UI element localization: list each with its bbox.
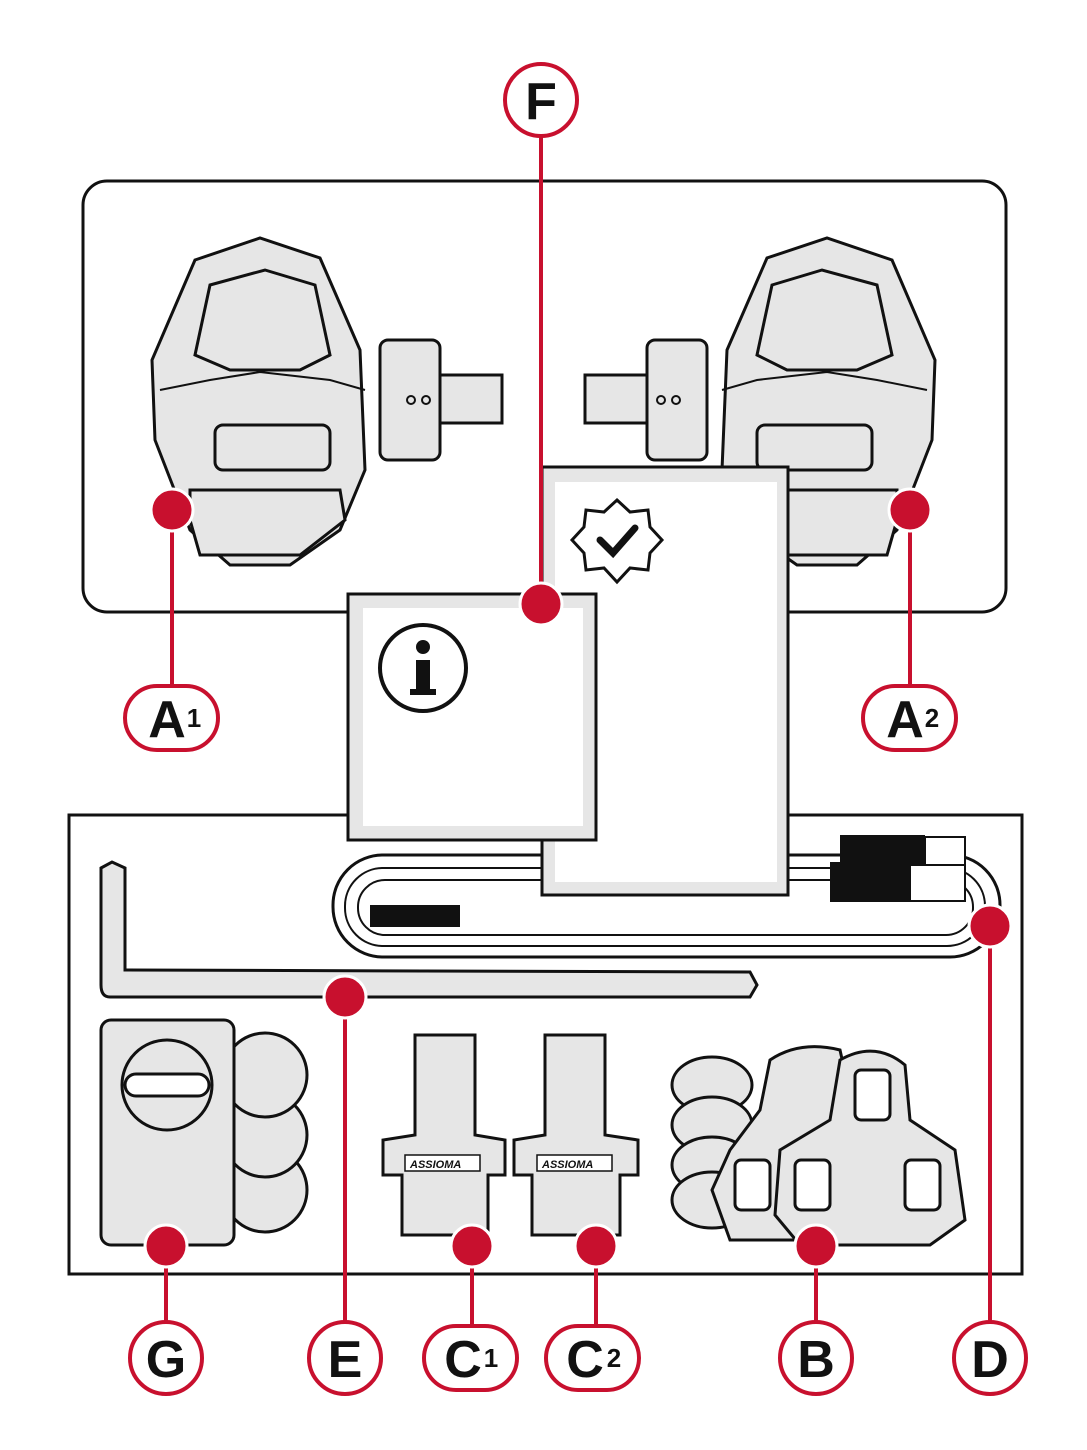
quick-guide [346, 592, 598, 842]
callout-dots [143, 487, 1013, 1269]
label-b-badge [778, 1320, 854, 1396]
pod-c1: ASSIOMA [381, 1033, 507, 1237]
cleats [670, 1045, 967, 1247]
label-a1-sub: 1 [187, 703, 201, 733]
pod-logo: ASSIOMA [409, 1159, 461, 1171]
label-c1-badge [422, 1324, 519, 1392]
label-c1-sub: 1 [484, 1343, 498, 1373]
pedal-left [150, 236, 504, 567]
label-a1: A [148, 691, 186, 749]
label-a2-sub: 2 [925, 703, 939, 733]
label-a2: A [886, 691, 924, 749]
certified-check-icon [569, 497, 665, 585]
callout-lines [164, 132, 992, 1328]
label-c2-badge [544, 1324, 641, 1392]
label-f: F [525, 73, 557, 131]
label-a2-badge [861, 684, 958, 752]
label-c2-sub: 2 [607, 1343, 621, 1373]
label-c2: C [566, 1331, 604, 1389]
label-b: B [797, 1331, 835, 1389]
label-a1-badge [123, 684, 220, 752]
pod-logo: ASSIOMA [541, 1159, 593, 1171]
hex-key [99, 860, 759, 999]
label-d: D [971, 1331, 1009, 1389]
label-d-badge [952, 1320, 1028, 1396]
info-icon [378, 623, 468, 713]
label-e: E [328, 1331, 363, 1389]
charger [99, 1018, 309, 1247]
label-c1: C [444, 1331, 482, 1389]
label-f-badge [503, 62, 579, 138]
label-e-badge [307, 1320, 383, 1396]
label-g-badge [128, 1320, 204, 1396]
label-g: G [146, 1331, 186, 1389]
pod-c2: ASSIOMA [512, 1033, 640, 1237]
